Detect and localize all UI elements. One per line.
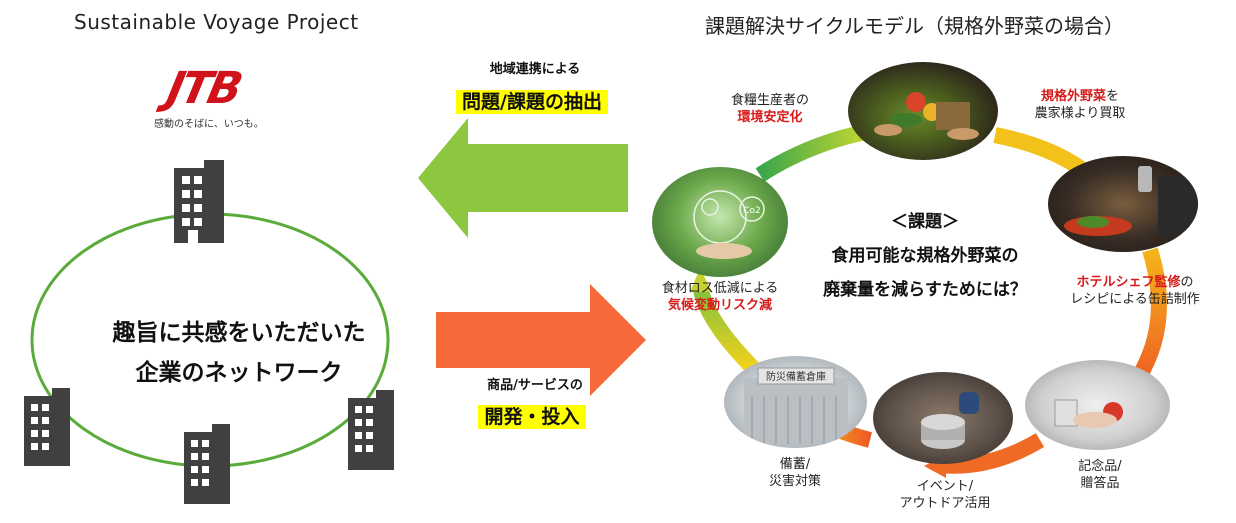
top-arrow-label: 地域連携による bbox=[489, 62, 581, 77]
caption-chef-suffix: の bbox=[1180, 275, 1194, 290]
chef-photo bbox=[1048, 156, 1198, 252]
co2-label: Co2 bbox=[743, 206, 761, 216]
vegetables-photo bbox=[848, 62, 998, 160]
network-line-2: 企業のネットワーク bbox=[135, 360, 343, 386]
caption-producer-line2: 環境安定化 bbox=[737, 110, 803, 125]
logo-tagline: 感動のそばに、いつも。 bbox=[154, 119, 264, 130]
building-icon-right bbox=[348, 390, 394, 470]
caption-gift-line1: 記念品/ bbox=[1078, 459, 1122, 474]
gift-photo bbox=[1025, 360, 1170, 450]
warehouse-sign: 防災備蓄倉庫 bbox=[766, 370, 826, 383]
network-line-1: 趣旨に共感をいただいた bbox=[112, 320, 366, 346]
bottom-arrow-label: 商品/サービスの bbox=[487, 378, 583, 393]
caption-gift: 記念品/ 贈答品 bbox=[1060, 458, 1140, 492]
green-arrow-left bbox=[418, 118, 628, 238]
caption-chef-red: ホテルシェフ監修 bbox=[1076, 275, 1181, 290]
co2-icon: Co2 bbox=[693, 190, 765, 259]
caption-purchase: 規格外野菜を 農家様より買取 bbox=[1005, 88, 1155, 122]
caption-climate: 食材ロス低減による 気候変動リスク減 bbox=[640, 280, 800, 314]
bottom-arrow-highlight: 開発・投入 bbox=[478, 405, 586, 429]
caption-producer-line1: 食糧生産者の bbox=[730, 93, 809, 108]
project-title: Sustainable Voyage Project bbox=[74, 10, 359, 34]
caption-stock-line2: 災害対策 bbox=[768, 474, 821, 489]
warehouse-icon: 防災備蓄倉庫 bbox=[744, 367, 848, 444]
gift-icon bbox=[1054, 399, 1123, 428]
vegetables-icon bbox=[874, 92, 979, 140]
ring-arrow-icon bbox=[690, 268, 712, 292]
event-photo bbox=[873, 372, 1013, 464]
chef-icon bbox=[1064, 166, 1198, 236]
center-line-1: 食用可能な規格外野菜の bbox=[831, 246, 1019, 266]
caption-climate-line1: 食材ロス低減による bbox=[661, 281, 779, 296]
caption-event-line2: アウトドア活用 bbox=[899, 496, 991, 511]
building-icon-top bbox=[174, 160, 224, 243]
eco-photo: Co2 bbox=[652, 167, 788, 277]
caption-event: イベント/ アウトドア活用 bbox=[880, 478, 1010, 512]
cycle-model-title: 課題解決サイクルモデル（規格外野菜の場合） bbox=[705, 14, 1124, 38]
top-arrow-highlight: 問題/課題の抽出 bbox=[456, 90, 608, 114]
caption-stock-line1: 備蓄/ bbox=[779, 457, 811, 472]
caption-purchase-suffix: を bbox=[1106, 89, 1120, 104]
center-heading: ＜課題＞ bbox=[891, 212, 959, 232]
orange-arrow-right bbox=[436, 284, 646, 396]
caption-event-line1: イベント/ bbox=[916, 479, 974, 494]
building-icon-left bbox=[24, 388, 70, 466]
warehouse-photo: 防災備蓄倉庫 bbox=[724, 356, 867, 448]
building-icon-bottom bbox=[184, 424, 230, 504]
caption-gift-line2: 贈答品 bbox=[1080, 476, 1120, 491]
caption-purchase-line2: 農家様より買取 bbox=[1034, 106, 1126, 121]
network-text: 趣旨に共感をいただいた 企業のネットワーク bbox=[79, 313, 399, 393]
caption-purchase-red: 規格外野菜 bbox=[1040, 89, 1106, 104]
canned-food-icon bbox=[921, 392, 979, 449]
center-question: ＜課題＞ 食用可能な規格外野菜の 廃棄量を減らすためには？ bbox=[790, 205, 1060, 307]
caption-chef: ホテルシェフ監修の レシピによる缶詰制作 bbox=[1050, 274, 1220, 308]
caption-chef-line2: レシピによる缶詰制作 bbox=[1070, 292, 1200, 307]
caption-climate-line2: 気候変動リスク減 bbox=[667, 298, 772, 313]
center-line-2: 廃棄量を減らすためには？ bbox=[823, 280, 1027, 300]
caption-stock: 備蓄/ 災害対策 bbox=[755, 456, 835, 490]
caption-producer: 食糧生産者の 環境安定化 bbox=[700, 92, 840, 126]
